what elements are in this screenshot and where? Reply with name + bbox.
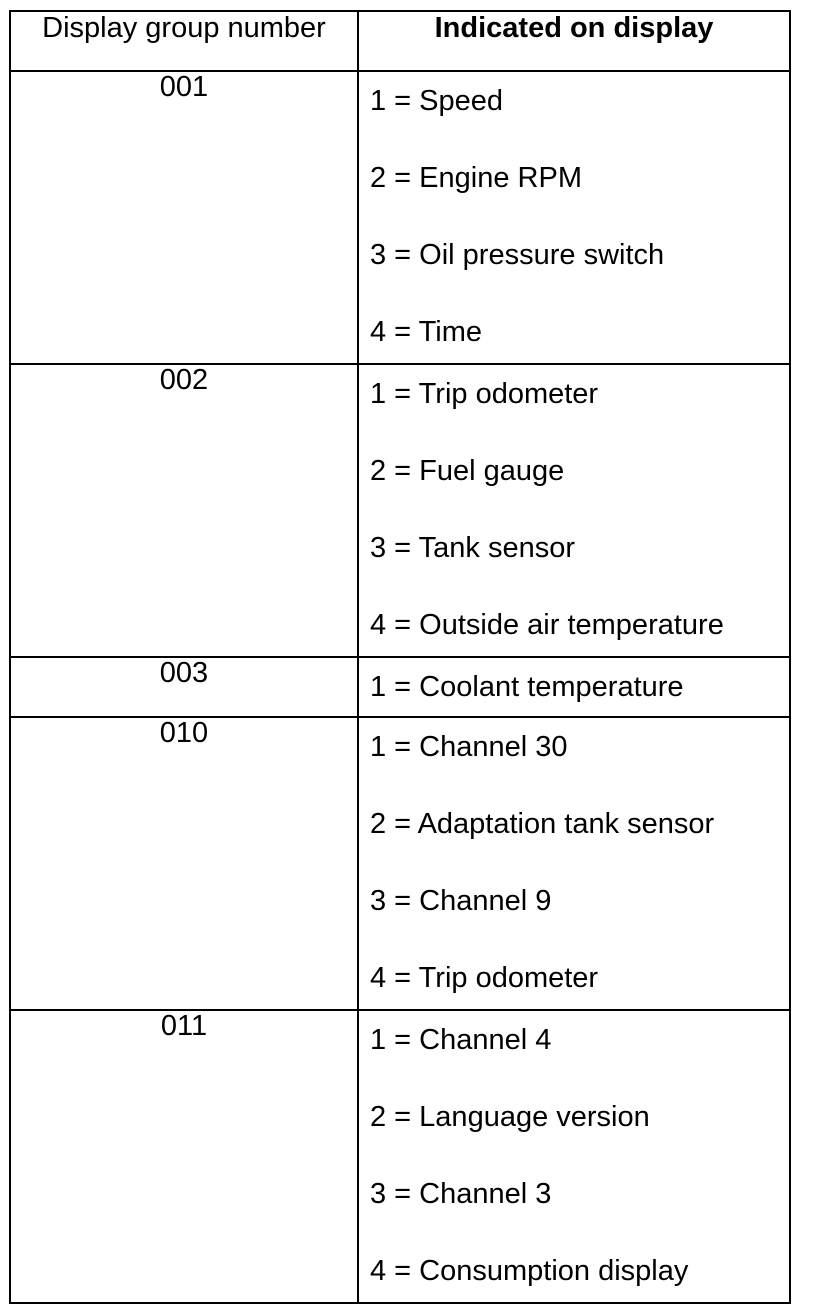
header-indicated-on-display: Indicated on display: [357, 10, 791, 72]
display-group-number-cell: 003: [9, 656, 359, 718]
display-group-number-cell: 001: [9, 70, 359, 365]
table-row: 011 1 = Channel 4 2 = Language version 3 = …: [9, 1009, 791, 1304]
table-row: 002 1 = Trip odometer 2 = Fuel gauge 3 = Ta…: [9, 363, 791, 658]
indicated-on-display-cell: 1 = Trip odometer 2 = Fuel gauge 3 = Tank …: [357, 363, 791, 658]
display-item: 2 = Language version: [370, 1101, 650, 1133]
display-item: 1 = Speed: [370, 85, 504, 117]
display-group-number-cell: 011: [9, 1009, 359, 1304]
display-item: 2 = Fuel gauge: [370, 455, 565, 487]
display-item: 2 = Adaptation tank sensor: [370, 808, 715, 840]
display-item: 1 = Channel 4: [370, 1024, 552, 1056]
display-item: 4 = Trip odometer: [370, 962, 599, 994]
display-item: 4 = Outside air temperature: [370, 609, 724, 641]
display-item: 3 = Tank sensor: [370, 532, 576, 564]
indicated-on-display-cell: 1 = Channel 4 2 = Language version 3 = Cha…: [357, 1009, 791, 1304]
display-item: 1 = Channel 30: [370, 731, 568, 763]
display-group-number-cell: 002: [9, 363, 359, 658]
display-item: 4 = Consumption display: [370, 1255, 689, 1287]
display-group-table: Display group number Indicated on displa…: [9, 10, 791, 1304]
display-item: 3 = Oil pressure switch: [370, 239, 665, 271]
display-item: 3 = Channel 9: [370, 885, 552, 917]
header-display-group-number: Display group number: [9, 10, 359, 72]
display-item: 2 = Engine RPM: [370, 162, 582, 194]
header-row: Display group number Indicated on displa…: [9, 10, 791, 72]
table-row: 003 1 = Coolant temperature: [9, 656, 791, 718]
display-item: 3 = Channel 3: [370, 1178, 552, 1210]
display-item: 1 = Trip odometer: [370, 378, 599, 410]
table-body: 001 1 = Speed 2 = Engine RPM 3 = Oil pressu…: [9, 70, 791, 1304]
display-group-number-cell: 010: [9, 716, 359, 1011]
indicated-on-display-cell: 1 = Coolant temperature: [357, 656, 791, 718]
display-item: 1 = Coolant temperature: [370, 671, 684, 703]
table-row: 010 1 = Channel 30 2 = Adaptation tank sen…: [9, 716, 791, 1011]
indicated-on-display-cell: 1 = Channel 30 2 = Adaptation tank sensor…: [357, 716, 791, 1011]
table-row: 001 1 = Speed 2 = Engine RPM 3 = Oil pressu…: [9, 70, 791, 365]
display-item: 4 = Time: [370, 316, 483, 348]
table-header: Display group number Indicated on displa…: [9, 10, 791, 72]
indicated-on-display-cell: 1 = Speed 2 = Engine RPM 3 = Oil pressure …: [357, 70, 791, 365]
